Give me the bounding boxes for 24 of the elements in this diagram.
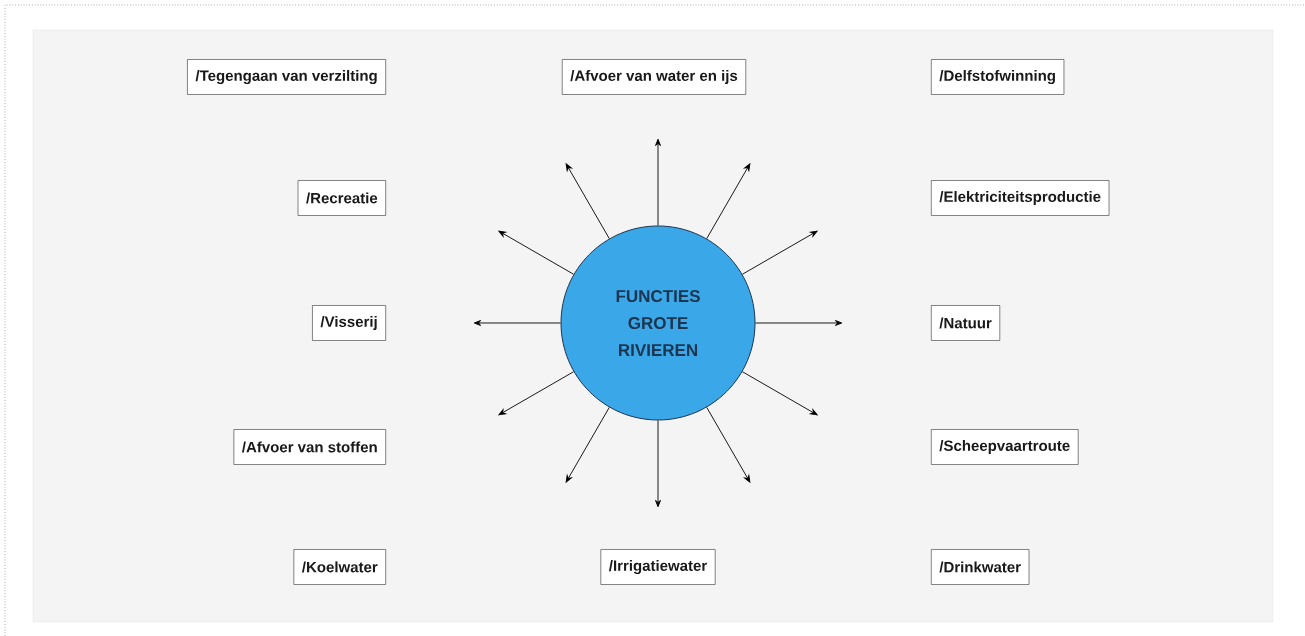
function-box: /Irrigatiewater <box>600 549 716 585</box>
function-box: /Delfstofwinning <box>931 59 1065 95</box>
arrow <box>473 320 561 326</box>
arrow <box>755 320 843 326</box>
function-box: /Koelwater <box>293 549 386 585</box>
function-box: /Afvoer van water en ijs <box>561 59 747 95</box>
arrow <box>498 371 575 416</box>
function-box: /Scheepvaartroute <box>931 429 1079 465</box>
function-box: /Recreatie <box>297 180 386 216</box>
function-box: /Drinkwater <box>931 549 1030 585</box>
arrow <box>498 230 575 275</box>
arrow <box>742 230 818 275</box>
arrow <box>706 406 751 483</box>
function-box: /Visserij <box>312 305 386 341</box>
arrow <box>655 138 661 226</box>
function-box: /Elektriciteitsproductie <box>931 180 1110 216</box>
function-box: /Afvoer van stoffen <box>233 429 386 465</box>
arrow <box>742 371 818 416</box>
arrow <box>565 406 610 483</box>
function-box: /Natuur <box>931 305 1001 341</box>
arrow <box>655 420 661 508</box>
arrow <box>706 163 751 239</box>
arrow <box>565 163 610 239</box>
function-box: /Tegengaan van verzilting <box>187 59 386 95</box>
